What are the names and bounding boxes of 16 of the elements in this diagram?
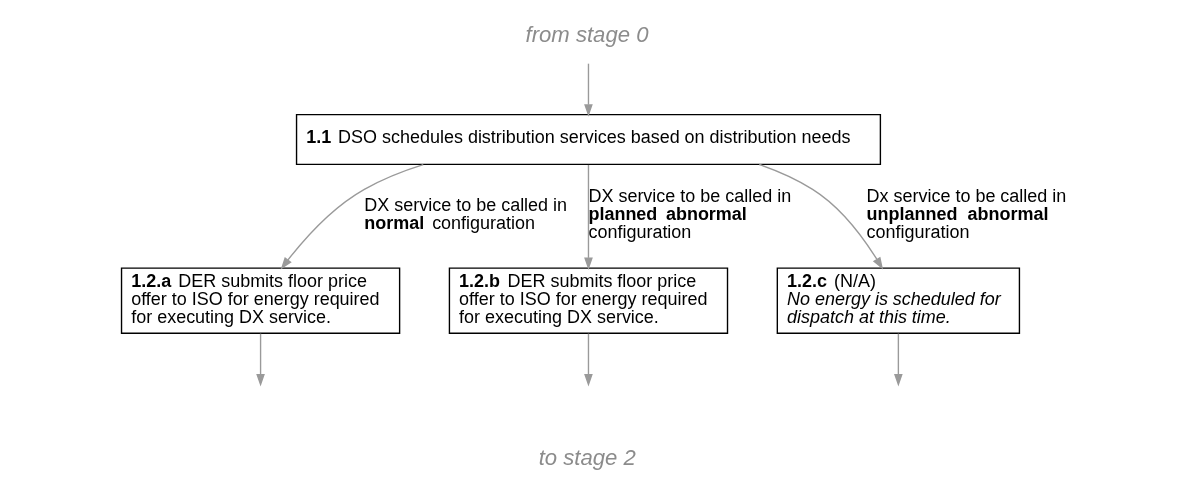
arrow xyxy=(583,63,593,117)
arrow xyxy=(280,163,424,270)
arrow xyxy=(583,164,593,270)
arrow xyxy=(758,163,883,270)
edge-label: DX service to be called in planned abnormal configuration xyxy=(587,186,791,243)
node-box: 1.2.b DER submits floor price offer to ISO for energy required for executing DX service. xyxy=(448,267,728,334)
node-box: 1.1 DSO schedules distribution services based on distribution needs xyxy=(295,113,881,166)
node-box: 1.2.c (N/A) No energy is scheduled for dispatch at this time. xyxy=(776,267,1020,334)
node-box: 1.2.a DER submits floor price offer to ISO for energy required for executing DX service. xyxy=(120,267,400,334)
edge-label: DX service to be called in normal configuration xyxy=(363,195,567,234)
edge-label: Dx service to be called in unplanned abnormal configuration xyxy=(866,186,1066,243)
label: to stage 2 xyxy=(538,445,636,471)
arrow xyxy=(583,332,593,387)
node-text: from stage 0 xyxy=(525,22,648,48)
arrow xyxy=(893,332,903,387)
arrow xyxy=(255,332,265,387)
